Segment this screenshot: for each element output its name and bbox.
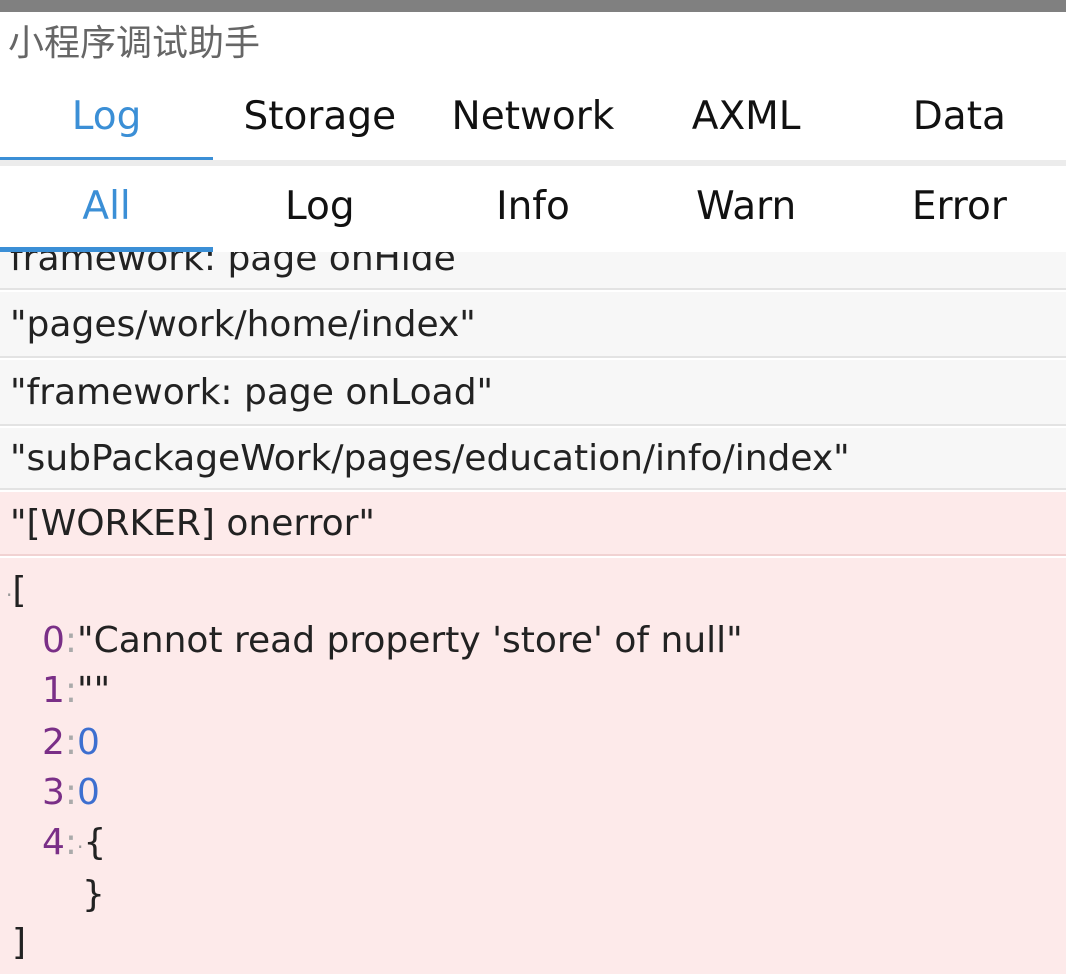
tab-log[interactable]: Log	[0, 80, 214, 162]
tree-value: 0	[77, 722, 100, 763]
main-tab-bar: Log Storage Network AXML Data	[0, 80, 1066, 162]
tree-value: {	[83, 822, 107, 863]
collapse-dot-icon[interactable]: ·	[6, 583, 13, 607]
tree-value: 0	[77, 772, 100, 813]
tree-open-bracket: ·[	[6, 570, 27, 611]
log-filter-bar: All Log Info Warn Error	[0, 166, 1066, 252]
tree-object-close: }	[82, 874, 105, 915]
tree-close-bracket: ]	[12, 922, 27, 963]
tree-item: 1:""	[42, 670, 111, 711]
app-title: 小程序调试助手	[8, 23, 261, 64]
window-top-bar	[0, 0, 1066, 12]
filter-info[interactable]: Info	[496, 184, 570, 229]
error-log-entry[interactable]: "[WORKER] onerror"	[0, 492, 1066, 556]
log-entry[interactable]: "framework: page onLoad"	[0, 360, 1066, 426]
log-list[interactable]: framework: page onHide "pages/work/home/…	[0, 252, 1066, 974]
tree-value: "Cannot read property 'store' of null"	[77, 620, 743, 661]
tab-network[interactable]: Network	[451, 94, 615, 139]
tab-divider	[0, 160, 1066, 166]
filter-warn[interactable]: Warn	[696, 184, 797, 229]
tree-key: 4	[42, 822, 65, 863]
tree-key: 2	[42, 722, 65, 763]
tree-item: 3:0	[42, 772, 100, 813]
tab-storage[interactable]: Storage	[243, 94, 397, 139]
error-detail-tree: ·[ 0:"Cannot read property 'store' of nu…	[0, 558, 1066, 974]
tab-axml[interactable]: AXML	[691, 94, 801, 139]
filter-error[interactable]: Error	[911, 184, 1007, 229]
filter-log[interactable]: Log	[284, 184, 355, 229]
tree-key: 3	[42, 772, 65, 813]
log-entry[interactable]: "pages/work/home/index"	[0, 292, 1066, 358]
tab-data[interactable]: Data	[912, 94, 1006, 139]
log-entry[interactable]: "subPackageWork/pages/education/info/ind…	[0, 428, 1066, 490]
tree-key: 1	[42, 670, 65, 711]
filter-all[interactable]: All	[0, 166, 214, 252]
collapse-dot-icon[interactable]: ·	[77, 835, 84, 859]
tree-item: 0:"Cannot read property 'store' of null"	[42, 620, 743, 661]
tree-value: ""	[77, 670, 111, 711]
tree-key: 0	[42, 620, 65, 661]
tree-item: 2:0	[42, 722, 100, 763]
log-entry[interactable]: framework: page onHide	[0, 252, 1066, 290]
tree-item[interactable]: 4:·{	[42, 822, 107, 863]
